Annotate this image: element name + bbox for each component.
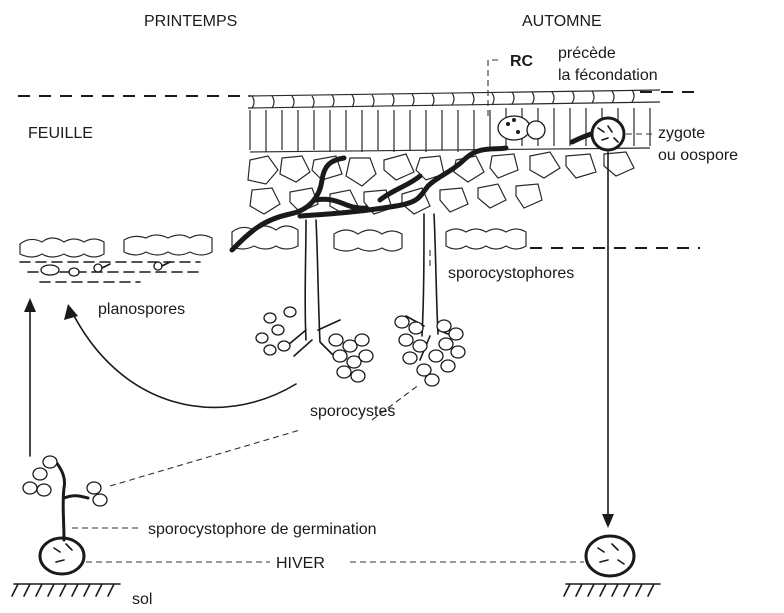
label-rc: RC	[510, 53, 534, 70]
zygote-in-leaf	[592, 118, 624, 150]
label-planospores: planospores	[98, 301, 185, 318]
oospore-in-soil	[564, 536, 660, 596]
label-sporocystophores: sporocystophores	[448, 265, 574, 282]
label-zygote-2: ou oospore	[658, 147, 738, 164]
leaf-tissue	[20, 90, 660, 257]
sporangia-cluster-right	[395, 316, 465, 386]
label-spring: PRINTEMPS	[144, 13, 237, 30]
label-germination: sporocystophore de germination	[148, 521, 377, 538]
label-precedes-2: la fécondation	[558, 67, 658, 84]
planospores-group	[20, 262, 200, 282]
arrowhead-zygote	[602, 514, 614, 528]
label-soil: sol	[132, 591, 152, 608]
label-winter: HIVER	[276, 555, 325, 572]
sporangia-cluster-left	[256, 307, 296, 355]
sporangia-cluster-middle	[329, 334, 373, 382]
germinating-oospore	[12, 538, 120, 596]
label-autumn: AUTOMNE	[522, 13, 602, 30]
label-leaf: FEUILLE	[28, 125, 93, 142]
arrowhead-germination	[24, 298, 36, 312]
label-zygote-1: zygote	[658, 125, 705, 142]
arrow-sporangia-to-planospores	[70, 308, 296, 407]
arrowhead-planospores	[64, 304, 78, 320]
mycelium-hypha-2	[300, 148, 506, 216]
label-sporocystes: sporocystes	[310, 403, 395, 420]
label-precedes-1: précède	[558, 45, 616, 62]
rc-leader-line	[488, 60, 502, 116]
germination-sporocystophore	[23, 456, 107, 540]
